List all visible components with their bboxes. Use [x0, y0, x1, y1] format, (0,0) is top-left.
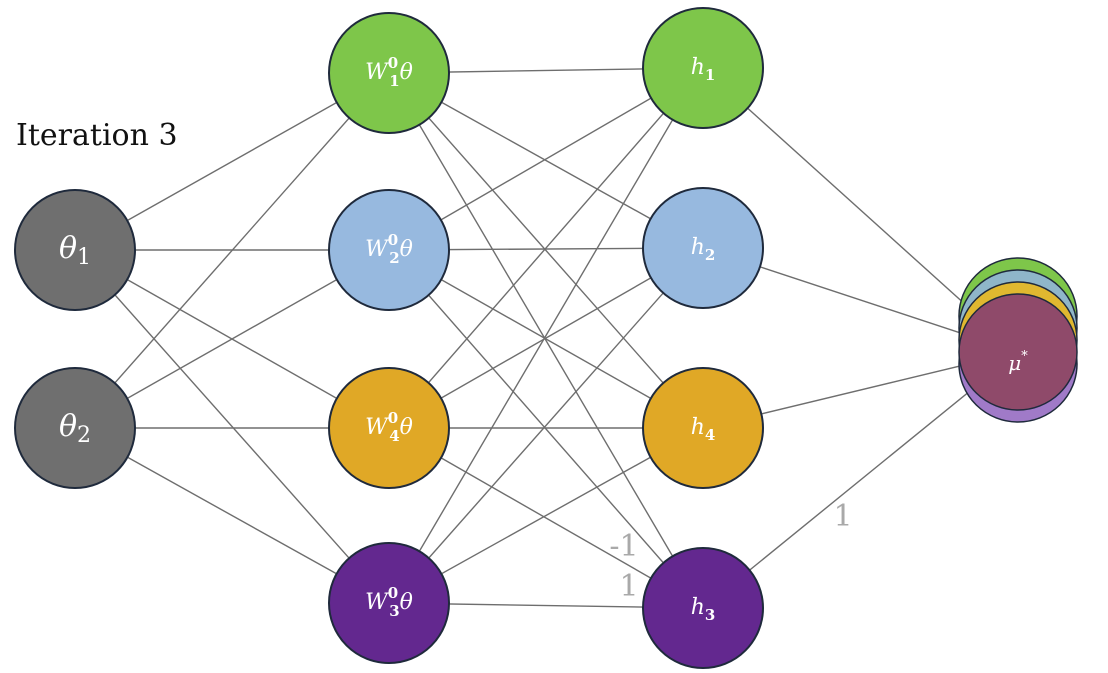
node-circle-h2: [642, 187, 764, 309]
node-circle-h1: [642, 7, 764, 129]
node-label-h1: h1: [691, 55, 716, 84]
node-theta2: θ2: [14, 367, 136, 489]
node-mu: μ*: [1008, 349, 1028, 375]
edge-w1-h3: [388, 72, 704, 609]
edge-theta1-w3: [74, 249, 390, 604]
edge-label-neg-one: -1: [609, 529, 638, 564]
output-layer-front: [958, 293, 1078, 411]
node-label-theta1: θ1: [59, 231, 91, 270]
node-circle-w4: [328, 367, 450, 489]
node-h1: h1: [642, 7, 764, 129]
edge-theta2-w1: [74, 72, 390, 429]
node-circle-w3: [328, 542, 450, 664]
node-circle-h4: [642, 367, 764, 489]
edges: [74, 67, 1019, 609]
node-label-mu: μ*: [1008, 349, 1028, 375]
edge-w2-h3: [388, 249, 704, 609]
node-label-h4: h4: [691, 415, 716, 444]
node-theta1: θ1: [14, 189, 136, 311]
edge-labels: -1 1 1: [609, 499, 852, 604]
node-circle-w1: [328, 12, 450, 134]
output-node-stack: [958, 257, 1078, 423]
node-label-h2: h2: [691, 235, 716, 264]
node-h4: h4: [642, 367, 764, 489]
edge-label-one-mid: 1: [619, 569, 638, 604]
node-circle-theta1: [14, 189, 136, 311]
edge-w3-h2: [388, 247, 704, 604]
edge-w1-h4: [388, 72, 704, 429]
node-circle-h3: [642, 547, 764, 669]
node-circle-theta2: [14, 367, 136, 489]
node-label-theta2: θ2: [59, 409, 91, 448]
edge-w4-h1: [388, 67, 704, 429]
node-h3: h3: [642, 547, 764, 669]
iteration-title: Iteration 3: [16, 118, 178, 153]
node-h2: h2: [642, 187, 764, 309]
node-circle-w2: [328, 189, 450, 311]
edge-w3-h1: [388, 67, 704, 604]
edge-h3-mu: [702, 351, 1019, 609]
node-label-h3: h3: [691, 595, 716, 624]
edge-label-one-out: 1: [833, 499, 852, 534]
